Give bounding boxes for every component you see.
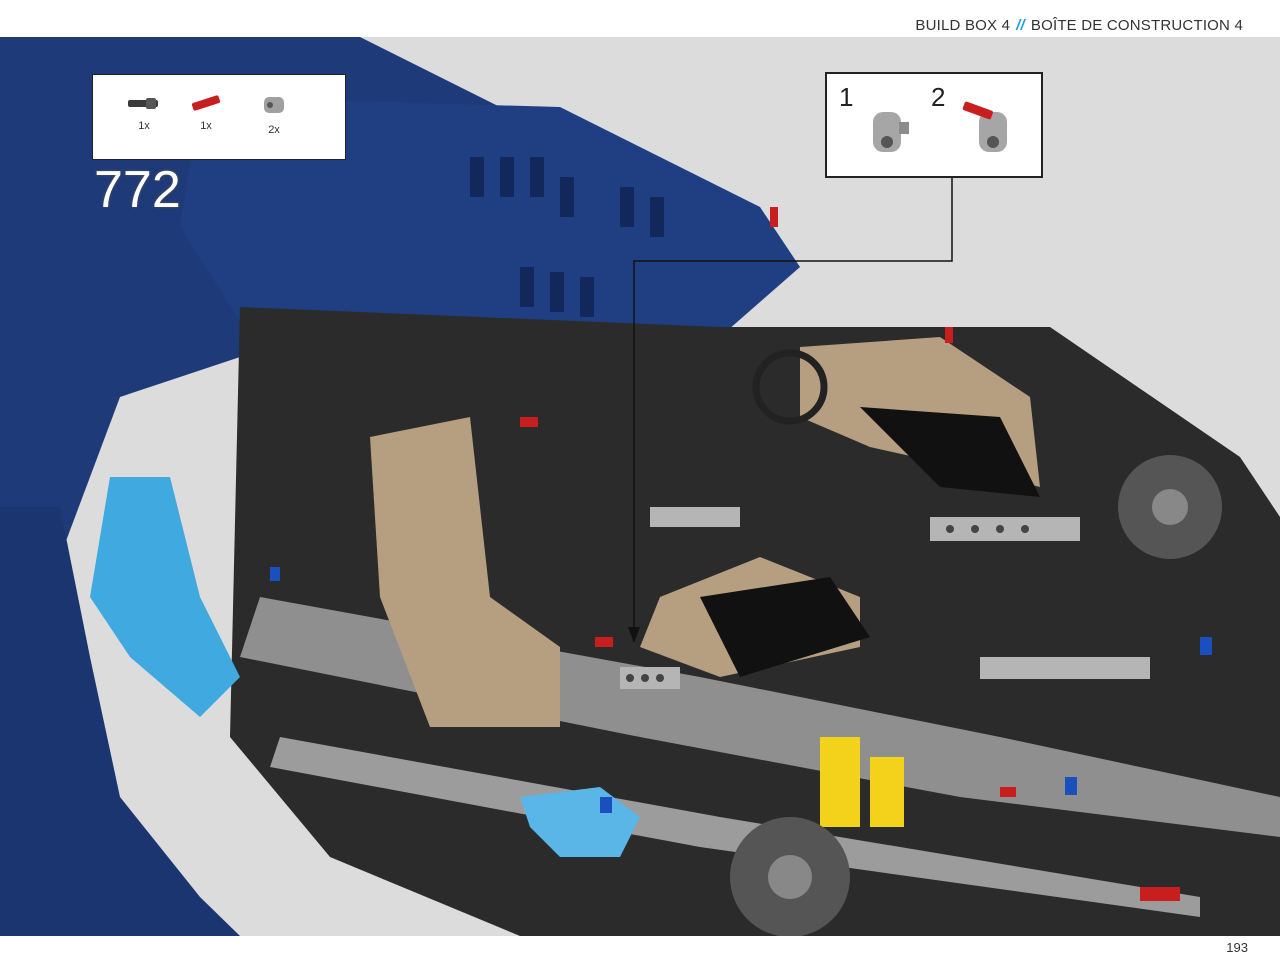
- header-separator: //: [1016, 17, 1025, 34]
- part-item: 1x: [119, 93, 169, 132]
- substep-label: 1: [839, 82, 854, 112]
- model-illustration: [0, 37, 1280, 936]
- substep-label: 2: [931, 82, 946, 112]
- yellow-beam-2: [870, 757, 904, 827]
- pin-connector-icon: [128, 98, 158, 109]
- azure-side-panel: [90, 477, 240, 717]
- part-item: 1x: [181, 93, 231, 132]
- part-item: 2x: [249, 93, 299, 136]
- page-number: 193: [1226, 940, 1248, 955]
- blue-body-lower: [0, 507, 240, 936]
- steering-wheel: [752, 349, 828, 425]
- lego-car-render: [0, 37, 1280, 936]
- gray-connector-icon: [264, 97, 284, 113]
- part-qty: 1x: [200, 120, 212, 132]
- page-header: BUILD BOX 4 // BOÎTE DE CONSTRUCTION 4: [915, 17, 1243, 34]
- part-qty: 2x: [268, 124, 280, 136]
- parts-list-box: 1x 1x 2x: [92, 74, 346, 160]
- tan-seat-left: [370, 417, 560, 727]
- header-build-box-fr: BOÎTE DE CONSTRUCTION 4: [1030, 17, 1243, 34]
- callout-leader-line: [633, 177, 953, 637]
- substep-callout-box: 1 2: [825, 72, 1043, 178]
- gray-connector-icon: [873, 112, 909, 152]
- red-axle-pin-icon: [191, 95, 221, 111]
- header-build-box-en: BUILD BOX 4: [915, 17, 1011, 34]
- connector-with-red-pin-icon: [962, 101, 1007, 152]
- yellow-beam-1: [820, 737, 860, 827]
- step-number: 772: [94, 161, 181, 219]
- part-qty: 1x: [138, 120, 150, 132]
